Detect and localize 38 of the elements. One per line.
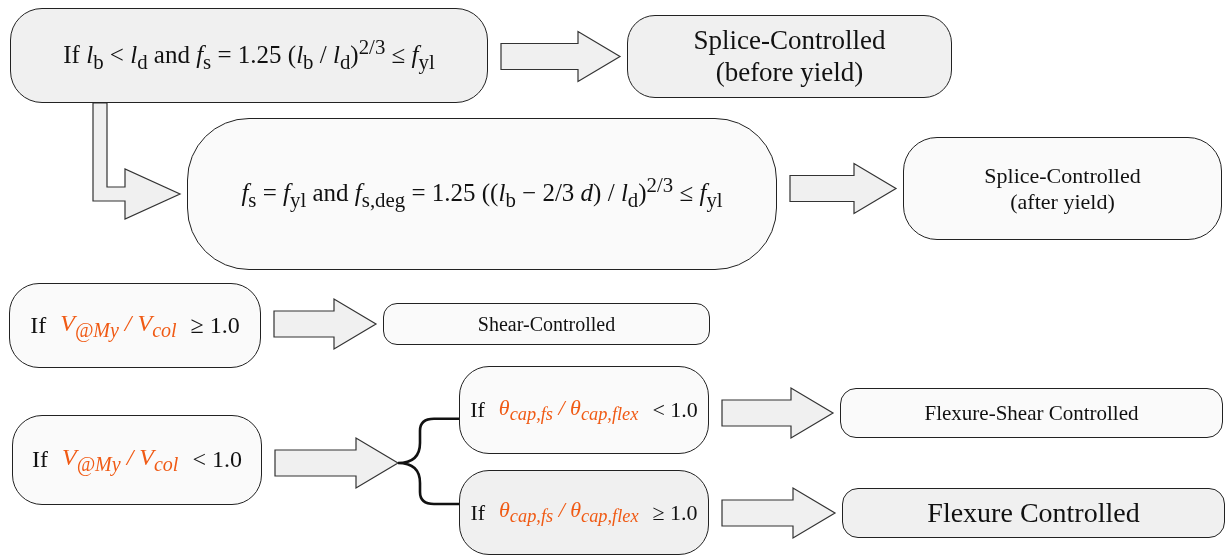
ratio-formula: V$_{@My}$ / V$_{col}$	[60, 309, 177, 342]
block-arrow	[500, 30, 622, 83]
condition-word: If	[470, 397, 485, 423]
rounded-box	[459, 470, 709, 555]
block-arrow	[273, 297, 378, 351]
threshold-text: < 1.0	[652, 397, 698, 423]
block-arrow	[274, 436, 400, 490]
block-arrow	[92, 102, 182, 220]
block-arrow	[789, 162, 898, 215]
outcome-label: Shear-Controlled	[477, 312, 616, 336]
condition-formula: If l$_{b}$ < l$_{d}$ and f$_{s}$ = 1.25 (l$_{b}$ / l$_{d}$)$^{2/3}$ ≤ f$_{yl}$	[63, 35, 435, 76]
rounded-box	[840, 388, 1223, 438]
ratio-formula: θ$_{cap,fs}$ / θ$_{cap,flex}$	[499, 497, 639, 528]
threshold-text: ≥ 1.0	[652, 499, 698, 526]
outcome-label: Splice-Controlled (after yield)	[983, 163, 1142, 214]
condition-word: If	[32, 446, 49, 474]
threshold-text: ≥ 1.0	[190, 311, 240, 340]
rounded-box	[459, 366, 709, 454]
outcome-label: Splice-Controlled (before yield)	[692, 25, 887, 88]
condition-word: If	[470, 499, 486, 526]
block-arrow	[721, 386, 835, 440]
ratio-formula: θ$_{cap,fs}$ / θ$_{cap,flex}$	[498, 394, 639, 426]
brace-arm	[418, 417, 459, 443]
condition-word: If	[30, 311, 47, 340]
rounded-box	[12, 415, 262, 505]
rounded-box	[627, 15, 952, 98]
rounded-box	[903, 137, 1222, 240]
threshold-text: < 1.0	[192, 446, 242, 474]
rounded-box	[9, 283, 261, 368]
rounded-box	[10, 8, 488, 103]
condition-formula: f$_{s}$ = f$_{yl}$ and f$_{s,deg}$ = 1.25 ((l$_{b}$ − 2/3 d) / l$_{d}$)$^{2/3}$ ≤ f$_{yl}$	[241, 174, 723, 214]
rounded-box	[383, 303, 710, 345]
outcome-label: Flexure-Shear Controlled	[924, 400, 1139, 426]
block-arrow	[721, 486, 837, 540]
curly-brace	[398, 443, 422, 483]
outcome-label: Flexure Controlled	[927, 496, 1140, 530]
rounded-box	[842, 488, 1225, 538]
ratio-formula: V$_{@My}$ / V$_{col}$	[62, 444, 179, 476]
